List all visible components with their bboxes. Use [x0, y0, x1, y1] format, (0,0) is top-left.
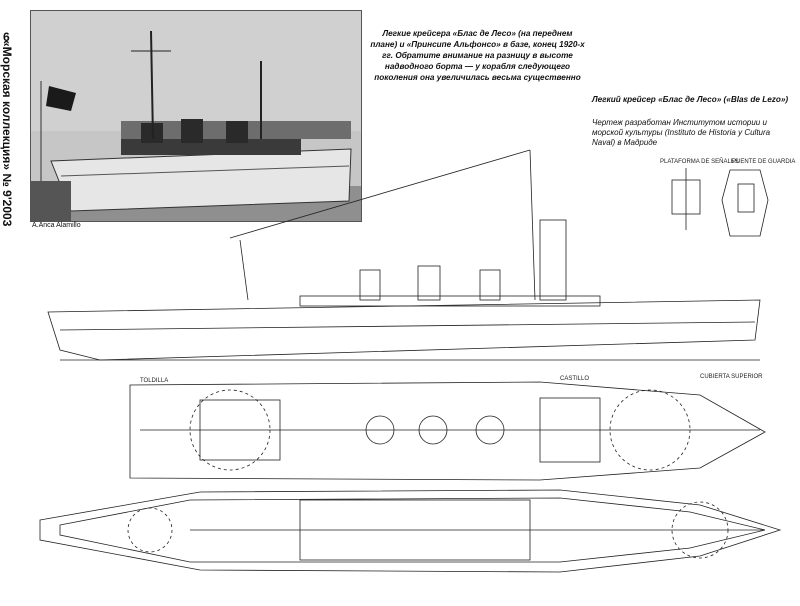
label-plataforma: PLATAFORMA DE SEÑALES	[660, 158, 739, 165]
upper-deck-plan-drawing	[129, 381, 766, 481]
ship-photo-image	[31, 11, 361, 221]
label-puente: PUENTE DE GUARDIA	[732, 159, 795, 165]
lower-deck-plan-drawing	[39, 489, 782, 573]
bridge-plan-drawing	[671, 168, 769, 237]
side-profile-drawing	[47, 149, 761, 361]
photo-caption: Легкие крейсера «Блас де Лесо» (на перед…	[370, 29, 585, 82]
label-castillo: CASTILLO	[560, 376, 589, 382]
page-number: 6	[3, 30, 10, 44]
drawing-caption-title: Легкий крейсер «Блас де Лесо» («Blas de …	[592, 95, 789, 104]
side-header: 6 «Морская коллекция» № 9'2003	[0, 0, 28, 240]
photo-credit: A.Anca Alamillo	[32, 222, 81, 229]
drawing-caption-body: Чертеж разработан Институтом истории и м…	[592, 118, 771, 147]
label-cubierta-superior: CUBIERTA SUPERIOR	[700, 374, 763, 380]
ship-photo	[30, 10, 362, 222]
label-toldilla: TOLDILLA	[140, 378, 168, 384]
